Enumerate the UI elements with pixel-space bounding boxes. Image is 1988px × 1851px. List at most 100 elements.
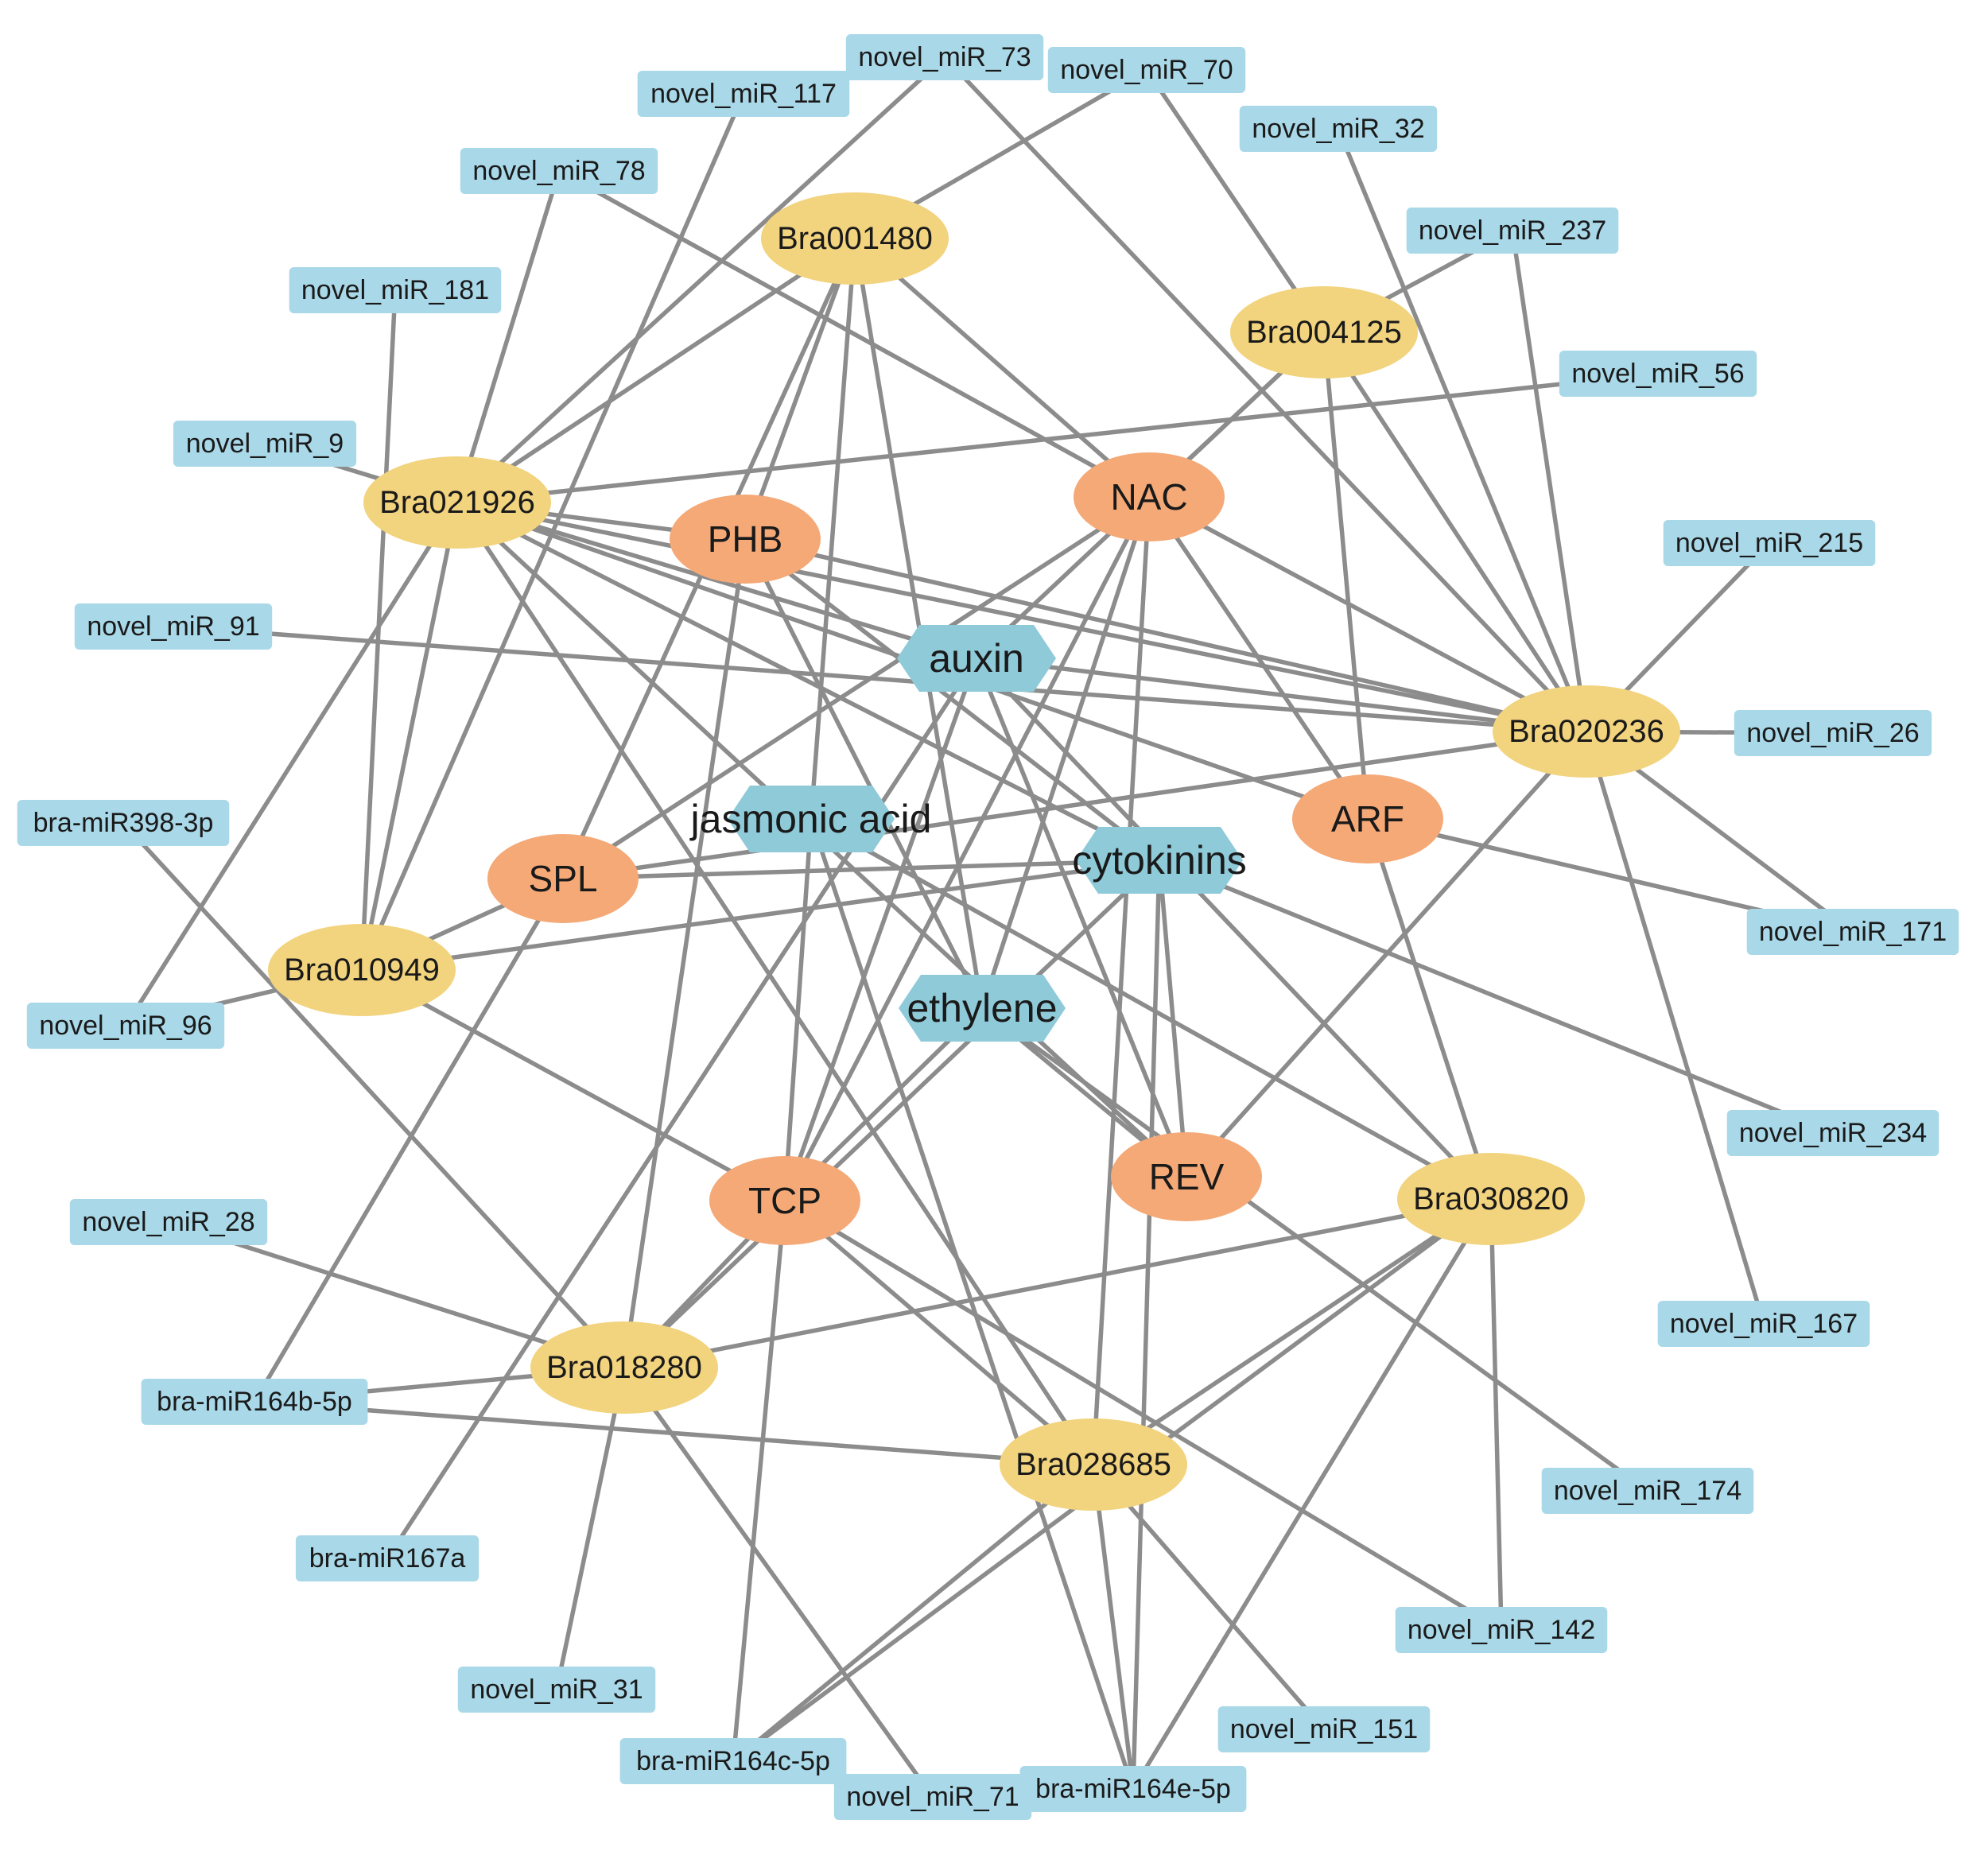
node-tcp[interactable]: TCP (709, 1156, 860, 1245)
node-bra-mir164c-5p[interactable]: bra-miR164c-5p (619, 1738, 847, 1784)
node-bra010949[interactable]: Bra010949 (268, 924, 456, 1016)
node-bra-mir167a[interactable]: bra-miR167a (295, 1535, 480, 1581)
node-label: Bra004125 (1246, 315, 1402, 350)
hormone-hexagon (897, 625, 1056, 692)
node-label: Bra010949 (284, 953, 440, 988)
node-bra018280[interactable]: Bra018280 (530, 1321, 718, 1414)
edge-auxin-bra020236 (974, 656, 1589, 734)
node-bra-mir164b-5p[interactable]: bra-miR164b-5p (141, 1379, 368, 1425)
node-bra028685[interactable]: Bra028685 (1000, 1418, 1187, 1511)
node-novel-mir-181[interactable]: novel_miR_181 (289, 267, 502, 313)
node-novel-mir-32[interactable]: novel_miR_32 (1239, 106, 1438, 152)
edge-cytokinins-bra010949 (359, 858, 1162, 972)
node-label: Bra018280 (546, 1350, 702, 1385)
mirna-box (141, 1379, 368, 1425)
edge-novel-mir-73-bra021926 (455, 55, 947, 505)
node-nac[interactable]: NAC (1074, 452, 1225, 541)
node-spl[interactable]: SPL (487, 834, 639, 923)
node-label: novel_miR_142 (1408, 1615, 1595, 1645)
node-novel-mir-70[interactable]: novel_miR_70 (1047, 47, 1246, 93)
node-novel-mir-171[interactable]: novel_miR_171 (1746, 909, 1959, 955)
node-bra030820[interactable]: Bra030820 (1397, 1153, 1585, 1245)
node-novel-mir-117[interactable]: novel_miR_117 (637, 71, 850, 117)
edge-phb-bra020236 (743, 537, 1589, 734)
mirna-box (460, 148, 658, 194)
edge-bra-mir167a-auxin (385, 656, 979, 1561)
node-label: novel_miR_73 (858, 42, 1031, 72)
mirna-box (1657, 1301, 1870, 1347)
gene-ellipse (1493, 685, 1680, 778)
tf-ellipse (1292, 774, 1443, 863)
edge-bra001480-jasmonic-acid (809, 236, 857, 821)
gene-ellipse (1397, 1153, 1585, 1245)
edge-novel-mir-71-bra018280 (622, 1365, 935, 1799)
node-novel-mir-96[interactable]: novel_miR_96 (26, 1003, 225, 1049)
node-auxin[interactable]: auxin (897, 625, 1056, 692)
node-novel-mir-31[interactable]: novel_miR_31 (457, 1667, 656, 1713)
node-novel-mir-9[interactable]: novel_miR_9 (173, 421, 357, 467)
mirna-box (637, 71, 850, 117)
node-novel-mir-28[interactable]: novel_miR_28 (69, 1199, 268, 1245)
node-label: novel_miR_91 (87, 611, 259, 642)
node-phb[interactable]: PHB (670, 495, 821, 584)
node-novel-mir-56[interactable]: novel_miR_56 (1559, 351, 1757, 397)
mirna-box (457, 1667, 656, 1713)
node-novel-mir-26[interactable]: novel_miR_26 (1734, 710, 1932, 756)
edge-nac-tcp (782, 495, 1151, 1203)
node-label: novel_miR_167 (1670, 1309, 1858, 1339)
node-novel-mir-151[interactable]: novel_miR_151 (1217, 1706, 1431, 1752)
edge-bra028685-bra030820 (1091, 1197, 1493, 1467)
edge-novel-mir-96-bra021926 (123, 500, 460, 1028)
edge-nac-bra028685 (1091, 495, 1151, 1467)
node-bra001480[interactable]: Bra001480 (761, 192, 949, 285)
node-arf[interactable]: ARF (1292, 774, 1443, 863)
node-novel-mir-73[interactable]: novel_miR_73 (845, 34, 1044, 80)
node-bra004125[interactable]: Bra004125 (1230, 286, 1418, 378)
edge-bra018280-bra030820 (622, 1197, 1493, 1370)
edge-bra-mir164b-5p-spl (252, 876, 565, 1404)
edge-bra-mir164c-5p-bra028685 (731, 1462, 1096, 1764)
mirna-box (69, 1199, 268, 1245)
node-novel-mir-234[interactable]: novel_miR_234 (1726, 1110, 1939, 1156)
edge-bra004125-bra020236 (1322, 330, 1589, 734)
node-novel-mir-167[interactable]: novel_miR_167 (1657, 1301, 1870, 1347)
node-bra-mir164e-5p[interactable]: bra-miR164e-5p (1019, 1766, 1247, 1812)
node-label: novel_miR_237 (1419, 215, 1606, 246)
node-label: novel_miR_26 (1746, 718, 1919, 748)
node-label: cytokinins (1072, 838, 1247, 883)
node-bra-mir398-3p[interactable]: bra-miR398-3p (17, 800, 230, 846)
mirna-box (17, 800, 230, 846)
edge-novel-mir-78-nac (557, 169, 1151, 499)
node-novel-mir-91[interactable]: novel_miR_91 (74, 603, 273, 650)
edge-bra021926-bra010949 (359, 500, 460, 972)
mirna-box (1734, 710, 1932, 756)
node-bra021926[interactable]: Bra021926 (363, 456, 551, 549)
node-novel-mir-142[interactable]: novel_miR_142 (1395, 1607, 1608, 1653)
tf-ellipse (1074, 452, 1225, 541)
node-novel-mir-78[interactable]: novel_miR_78 (460, 148, 658, 194)
mirna-box (289, 267, 502, 313)
node-jasmonic-acid[interactable]: jasmonic acid (689, 786, 932, 852)
edge-nac-spl (561, 495, 1151, 881)
node-novel-mir-71[interactable]: novel_miR_71 (833, 1774, 1032, 1820)
edge-spl-cytokinins (561, 858, 1162, 881)
node-bra020236[interactable]: Bra020236 (1493, 685, 1680, 778)
node-label: REV (1149, 1156, 1225, 1197)
node-novel-mir-174[interactable]: novel_miR_174 (1541, 1468, 1754, 1514)
mirna-box (1746, 909, 1959, 955)
node-novel-mir-237[interactable]: novel_miR_237 (1406, 208, 1619, 254)
edge-bra021926-auxin (455, 500, 979, 661)
mirna-box (1239, 106, 1438, 152)
node-label: novel_miR_234 (1739, 1118, 1927, 1148)
node-novel-mir-215[interactable]: novel_miR_215 (1663, 520, 1876, 566)
node-cytokinins[interactable]: cytokinins (1072, 827, 1247, 894)
mirna-box (833, 1774, 1032, 1820)
edge-novel-mir-56-bra021926 (455, 371, 1660, 505)
mirna-box (1559, 351, 1757, 397)
mirna-box (74, 603, 273, 650)
mirna-box (1217, 1706, 1431, 1752)
gene-ellipse (363, 456, 551, 549)
node-ethylene[interactable]: ethylene (899, 975, 1066, 1042)
node-rev[interactable]: REV (1111, 1132, 1262, 1221)
